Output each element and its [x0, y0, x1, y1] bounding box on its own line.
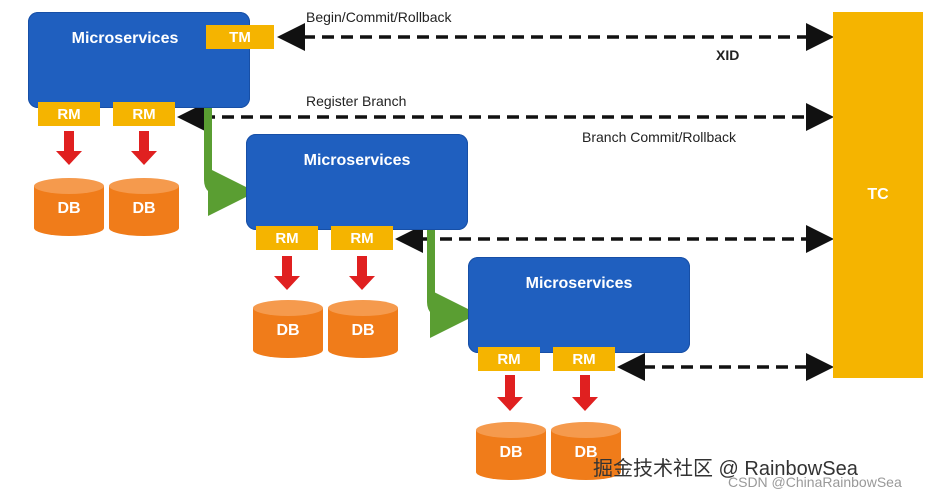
rm-tag: RM [113, 102, 175, 126]
red-arrow [131, 131, 157, 165]
database-icon: DB [476, 422, 546, 480]
rm-label: RM [132, 105, 156, 123]
red-arrow [572, 375, 598, 411]
microservice-box-3: Microservices [468, 257, 690, 353]
tm-tag: TM [206, 25, 274, 49]
microservice-title: Microservices [303, 152, 411, 169]
db-label: DB [132, 200, 156, 217]
microservice-title: Microservices [71, 30, 179, 47]
database-icon: DB [328, 300, 398, 358]
db-label: DB [574, 444, 598, 461]
red-arrow [274, 256, 300, 290]
red-arrow [349, 256, 375, 290]
rm-label: RM [350, 229, 374, 247]
watermark-sub: CSDN @ChinaRainbowSea [728, 474, 902, 490]
rm-tag: RM [553, 347, 615, 371]
database-icon: DB [109, 178, 179, 236]
db-label: DB [351, 322, 375, 339]
rm-tag: RM [256, 226, 318, 250]
rm-label: RM [275, 229, 299, 247]
microservice-box-2: Microservices [246, 134, 468, 230]
red-arrow [56, 131, 82, 165]
tc-label: TC [867, 186, 889, 203]
database-icon: DB [551, 422, 621, 480]
microservice-title: Microservices [525, 275, 633, 292]
rm-tag: RM [331, 226, 393, 250]
begin-commit-rollback-label: Begin/Commit/Rollback [306, 9, 452, 25]
green-call-arrow-1 [204, 102, 256, 216]
register-branch-label: Register Branch [306, 93, 407, 109]
watermark-main: 掘金技术社区 @ RainbowSea [593, 458, 858, 480]
rm-label: RM [497, 350, 521, 368]
xid-label: XID [716, 47, 740, 63]
tm-label: TM [229, 28, 251, 46]
rm-label: RM [57, 105, 81, 123]
green-call-arrow-2 [427, 226, 478, 338]
red-arrows [56, 131, 598, 411]
branch-commit-rollback-label: Branch Commit/Rollback [582, 129, 737, 145]
database-icon: DB [253, 300, 323, 358]
rm-tag: RM [478, 347, 540, 371]
db-label: DB [276, 322, 300, 339]
database-icon: DB [34, 178, 104, 236]
db-label: DB [499, 444, 523, 461]
red-arrow [497, 375, 523, 411]
microservice-box-1: Microservices [28, 12, 250, 108]
tc-box: TC [833, 12, 923, 378]
rm-tag: RM [38, 102, 100, 126]
db-label: DB [57, 200, 81, 217]
rm-label: RM [572, 350, 596, 368]
